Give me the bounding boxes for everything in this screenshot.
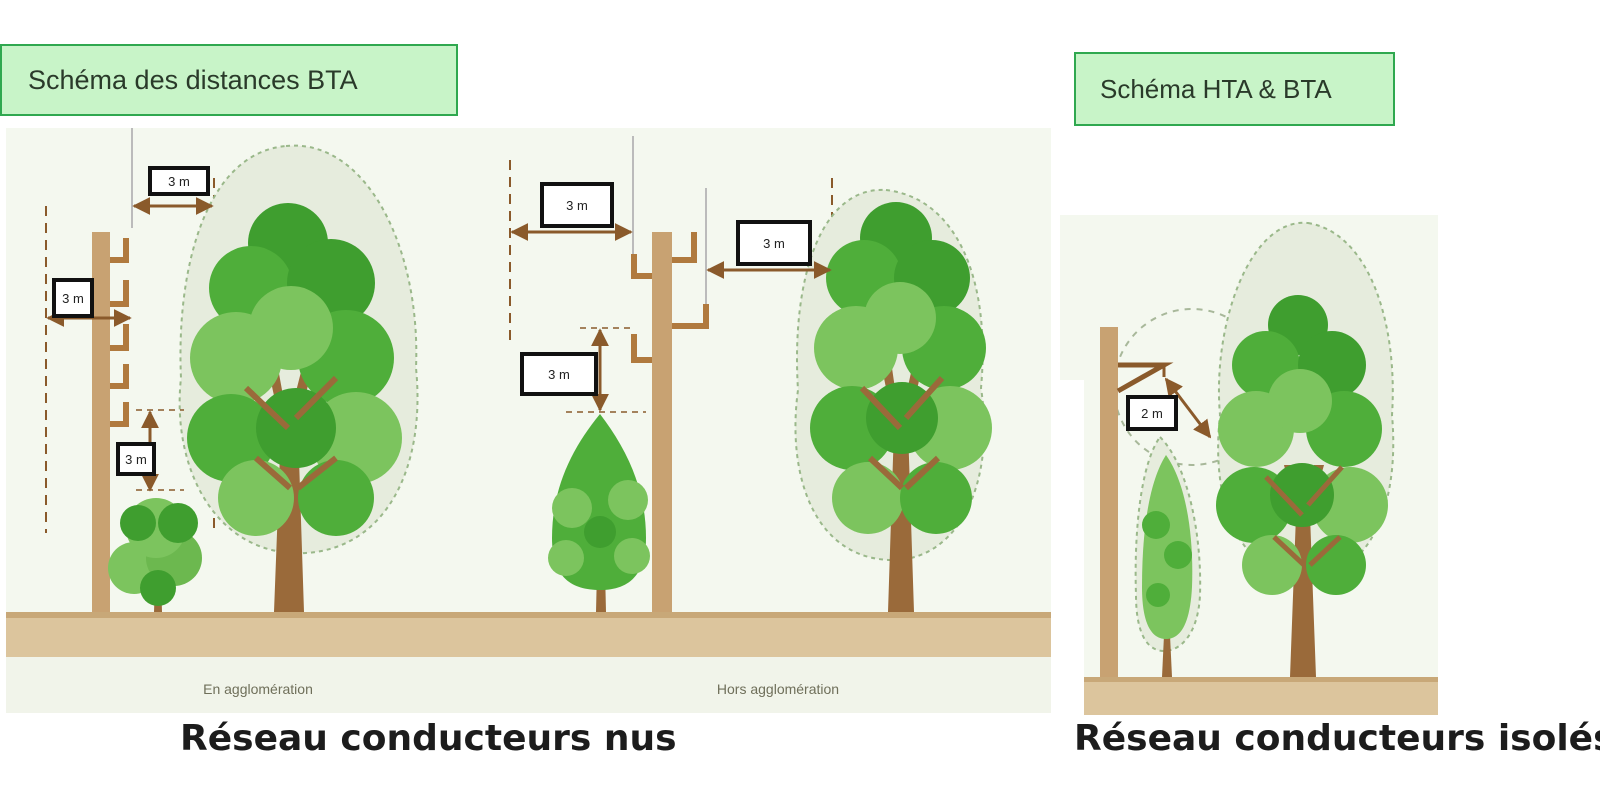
caption-bare-conductors: Réseau conducteurs nus	[180, 718, 677, 759]
large-tree	[187, 203, 402, 612]
distance-label-right: 3 m	[736, 220, 812, 266]
diagram-insulated-conductors: 2 m	[1060, 215, 1438, 715]
scene-en-agglomeration: 3 m 3 m 3 m En agglomération	[45, 128, 419, 697]
title-hta-bta-text: Schéma HTA & BTA	[1100, 73, 1332, 104]
title-bta-text: Schéma des distances BTA	[28, 64, 358, 95]
svg-text:3 m: 3 m	[168, 174, 190, 189]
ground	[1084, 677, 1438, 715]
small-conifer	[548, 414, 650, 612]
pole	[92, 232, 110, 612]
distance-label-side: 3 m	[52, 278, 94, 318]
narrow-conifer	[1134, 435, 1202, 677]
label-en-agglomeration: En agglomération	[203, 681, 313, 697]
small-tree	[108, 498, 202, 612]
title-box-bta: Schéma des distances BTA	[0, 44, 458, 116]
pole	[1100, 327, 1118, 677]
title-box-hta-bta: Schéma HTA & BTA	[1074, 52, 1395, 126]
label-hors-agglomeration: Hors agglomération	[717, 681, 839, 697]
large-tree	[1216, 295, 1388, 677]
svg-text:2 m: 2 m	[1141, 406, 1163, 421]
svg-text:3 m: 3 m	[763, 236, 785, 251]
svg-text:3 m: 3 m	[566, 198, 588, 213]
distance-label-left: 3 m	[540, 182, 614, 228]
scene-hors-agglomeration: 3 m 3 m 3 m Hors agglomération	[509, 136, 992, 697]
distance-label-2m: 2 m	[1126, 395, 1178, 431]
diagram-bare-conductors: 3 m 3 m 3 m En agglomération	[6, 128, 1051, 713]
svg-text:3 m: 3 m	[125, 452, 147, 467]
distance-label-top: 3 m	[148, 166, 210, 196]
ground	[6, 612, 1051, 657]
distance-label-conifer: 3 m	[520, 352, 598, 396]
svg-text:3 m: 3 m	[548, 367, 570, 382]
distance-label-small-tree: 3 m	[116, 442, 156, 476]
large-tree	[810, 202, 992, 612]
svg-text:3 m: 3 m	[62, 291, 84, 306]
caption-insulated-conductors: Réseau conducteurs isolés	[1074, 718, 1600, 759]
pole	[652, 232, 672, 612]
